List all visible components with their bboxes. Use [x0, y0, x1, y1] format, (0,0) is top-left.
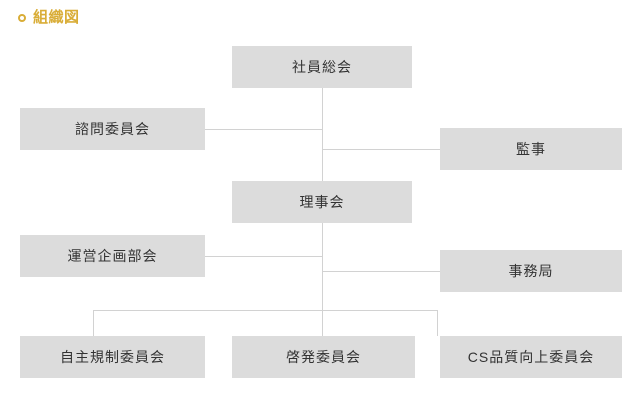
connector-board-to-distributor	[322, 223, 323, 310]
node-self-regulation-committee[interactable]: 自主規制委員会	[20, 336, 205, 378]
node-label: 理事会	[299, 194, 345, 210]
page-title-label: 組織図	[33, 9, 80, 26]
node-awareness-committee[interactable]: 啓発委員会	[232, 336, 415, 378]
node-secretariat[interactable]: 事務局	[440, 250, 622, 292]
node-cs-quality-committee[interactable]: CS品質向上委員会	[440, 336, 622, 378]
node-auditor[interactable]: 監事	[440, 128, 622, 170]
node-general-assembly[interactable]: 社員総会	[232, 46, 412, 88]
circle-outline-icon	[18, 13, 26, 22]
connector-planning-to-spine	[205, 256, 322, 257]
connector-spine-to-secretariat	[322, 271, 440, 272]
connector-spine-to-auditor	[322, 149, 440, 150]
node-label: 運営企画部会	[67, 248, 158, 264]
node-board-of-directors[interactable]: 理事会	[232, 181, 412, 223]
node-label: 啓発委員会	[286, 349, 361, 365]
node-label: CS品質向上委員会	[467, 349, 595, 365]
connector-drop-cs-quality	[437, 310, 438, 336]
connector-assembly-to-board	[322, 88, 323, 181]
node-label: 自主規制委員会	[60, 349, 165, 365]
connector-distributor-bar	[93, 310, 437, 311]
node-planning-subcommittee[interactable]: 運営企画部会	[20, 235, 205, 277]
connector-drop-awareness	[322, 310, 323, 336]
connector-drop-self-regulation	[93, 310, 94, 336]
node-label: 監事	[516, 141, 546, 157]
page-title: 組織図	[18, 10, 80, 25]
node-advisory-committee[interactable]: 諮問委員会	[20, 108, 205, 150]
connector-advisory-to-spine	[205, 129, 322, 130]
node-label: 事務局	[508, 263, 554, 279]
node-label: 諮問委員会	[75, 121, 150, 137]
node-label: 社員総会	[292, 59, 352, 75]
